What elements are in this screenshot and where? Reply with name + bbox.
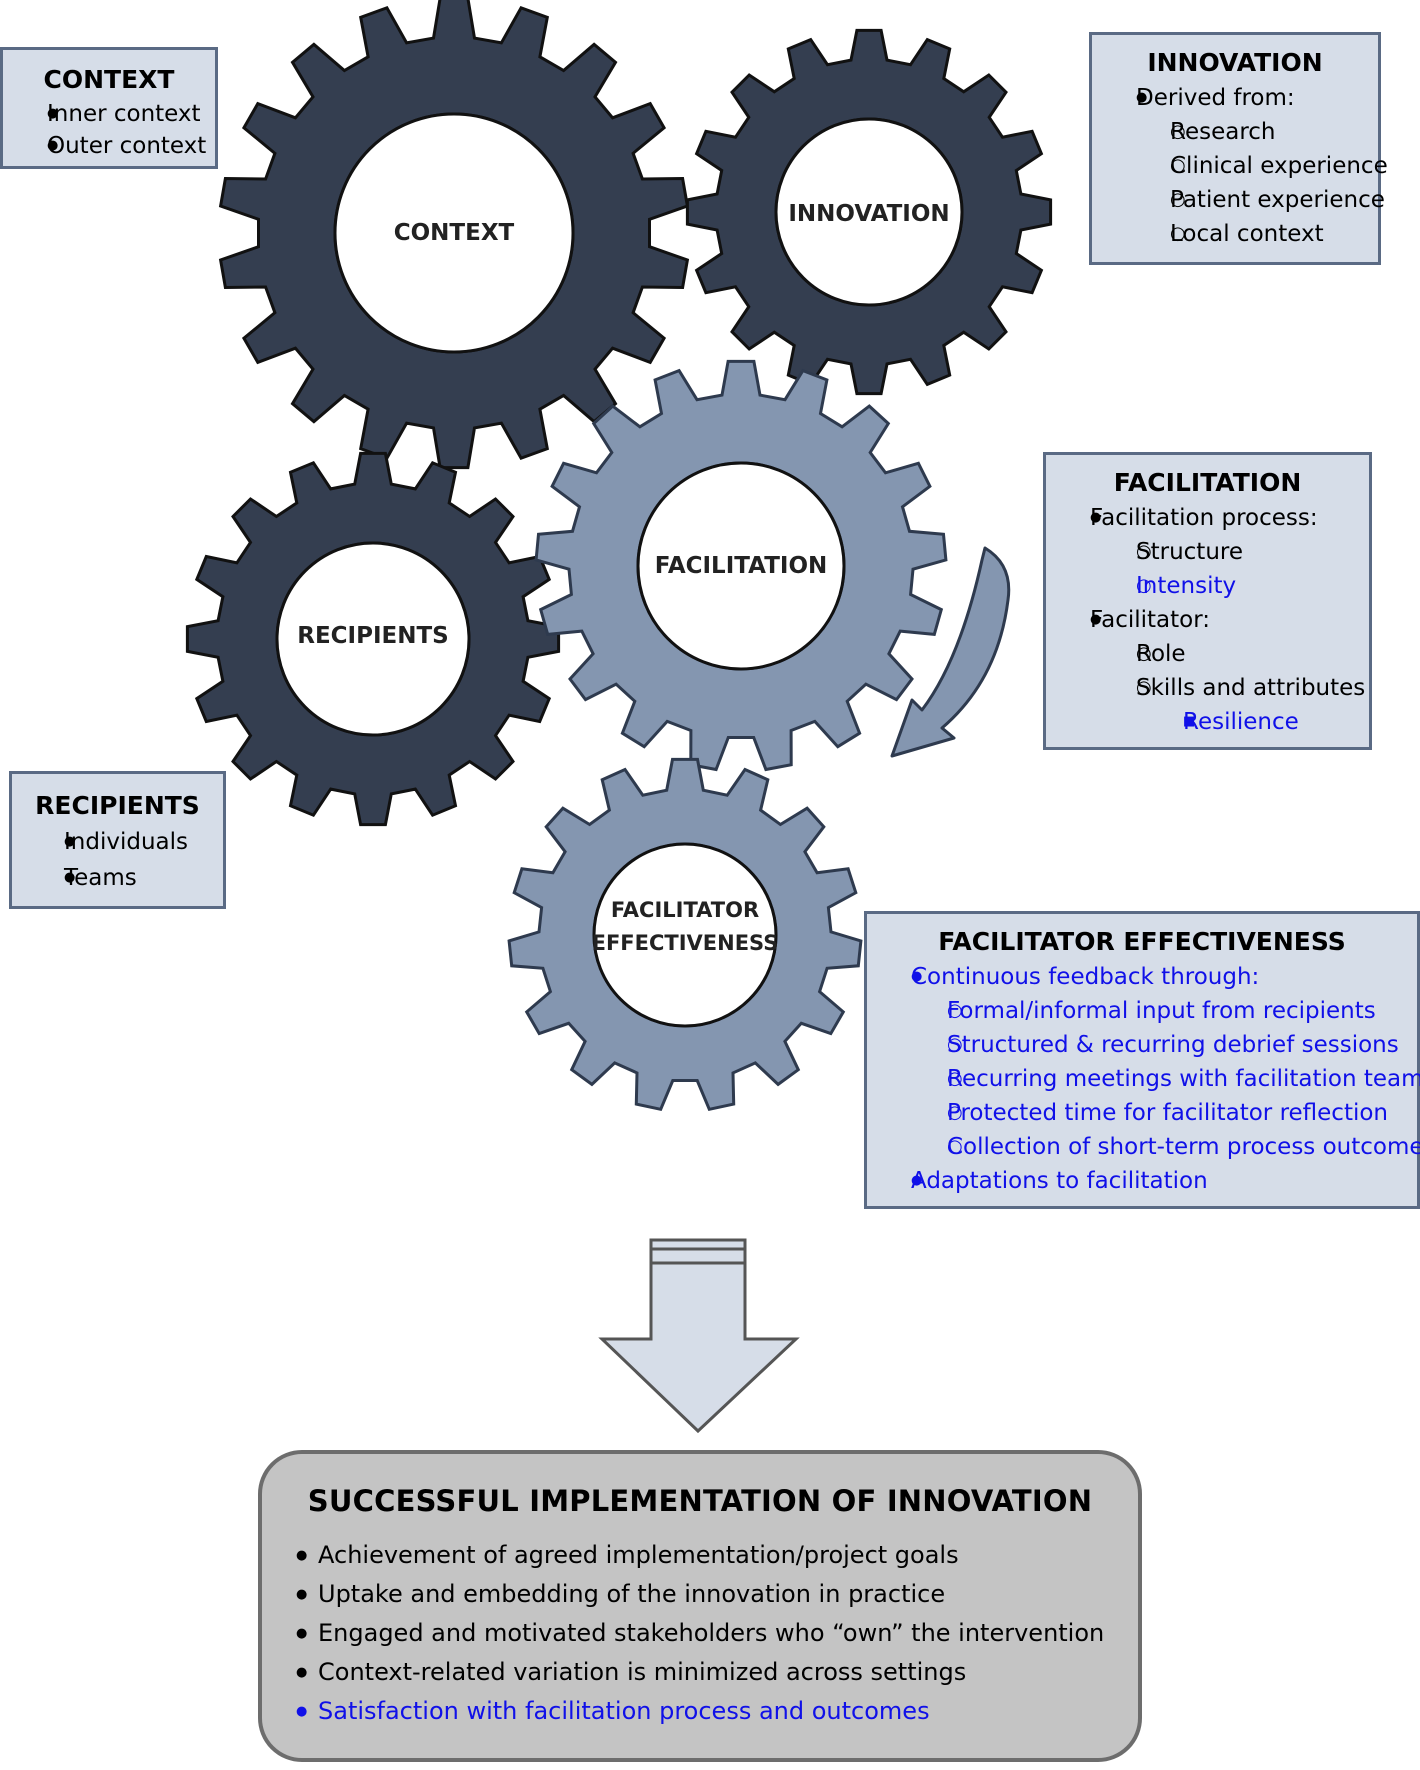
curved-arrow (890, 546, 1011, 758)
innovation-gear-label: INNOVATION (788, 201, 950, 227)
effectiveness-sub-item: Recurring meetings with facilitation tea… (867, 1062, 1420, 1096)
effectiveness-sub-item: Collection of short-term process outcome… (867, 1130, 1420, 1164)
effectiveness-sub-item: Structured & recurring debrief sessions (867, 1028, 1417, 1062)
context-box: CONTEXT Inner context Outer context (0, 47, 218, 169)
facilitation-gear-label: FACILITATION (654, 553, 828, 579)
innovation-derived: Derived from: (1092, 81, 1378, 115)
recipients-box-title: RECIPIENTS (35, 791, 200, 820)
result-item: Context-related variation is minimized a… (262, 1653, 1138, 1692)
recipients-gear-label: RECIPIENTS (297, 623, 449, 649)
recipients-item: Individuals (12, 824, 223, 860)
effectiveness-feedback: Continuous feedback through: (867, 960, 1417, 994)
gear-hub (774, 117, 964, 307)
context-box-title: CONTEXT (43, 65, 175, 94)
gear-hub (333, 112, 575, 354)
innovation-box-title: INNOVATION (1147, 48, 1323, 77)
facilitator-effectiveness-gear-label: FACILITATOR EFFECTIVENESS (591, 898, 779, 955)
effectiveness-sub-item: Formal/informal input from recipients (867, 994, 1417, 1028)
facilitation-skills: Skills and attributes (1046, 671, 1369, 705)
gear-hub (636, 461, 846, 671)
effectiveness-box-title: FACILITATOR EFFECTIVENESS (938, 927, 1346, 956)
effectiveness-sub-item: Protected time for facilitator reflectio… (867, 1096, 1417, 1130)
successful-implementation-box: SUCCESSFUL IMPLEMENTATION OF INNOVATION … (258, 1450, 1142, 1762)
result-item: Achievement of agreed implementation/pro… (262, 1536, 1138, 1575)
facilitation-facilitator: Facilitator: (1046, 603, 1369, 637)
facilitator-effectiveness-box: FACILITATOR EFFECTIVENESS Continuous fee… (864, 911, 1420, 1209)
result-title: SUCCESSFUL IMPLEMENTATION OF INNOVATION (307, 1484, 1093, 1518)
result-item: Engaged and motivated stakeholders who “… (262, 1614, 1138, 1653)
facilitation-role: Role (1046, 637, 1369, 671)
facilitation-resilience: Resilience (1046, 705, 1369, 739)
innovation-source: Research (1092, 115, 1378, 149)
innovation-source: Clinical experience (1092, 149, 1388, 183)
recipients-box: RECIPIENTS Individuals Teams (9, 771, 226, 909)
result-item-highlight: Satisfaction with facilitation process a… (262, 1692, 1138, 1731)
facilitation-box-title: FACILITATION (1113, 468, 1302, 497)
innovation-source: Local context (1092, 217, 1378, 251)
effectiveness-adaptations: Adaptations to facilitation (867, 1164, 1417, 1198)
result-item: Uptake and embedding of the innovation i… (262, 1575, 1138, 1614)
facilitation-intensity: Intensity (1046, 569, 1369, 603)
context-gear-label: CONTEXT (393, 220, 515, 246)
innovation-source: Patient experience (1092, 183, 1385, 217)
down-arrow (598, 1238, 800, 1434)
recipients-item: Teams (12, 860, 223, 896)
facilitation-process: Facilitation process: (1046, 501, 1369, 535)
facilitation-structure: Structure (1046, 535, 1369, 569)
gear-hub (592, 842, 778, 1028)
innovation-box: INNOVATION Derived from: Research Clinic… (1089, 32, 1388, 265)
facilitation-box: FACILITATION Facilitation process: Struc… (1043, 452, 1372, 750)
gear-hub (275, 541, 471, 737)
context-item: Inner context (3, 98, 215, 130)
context-item: Outer context (3, 130, 215, 162)
